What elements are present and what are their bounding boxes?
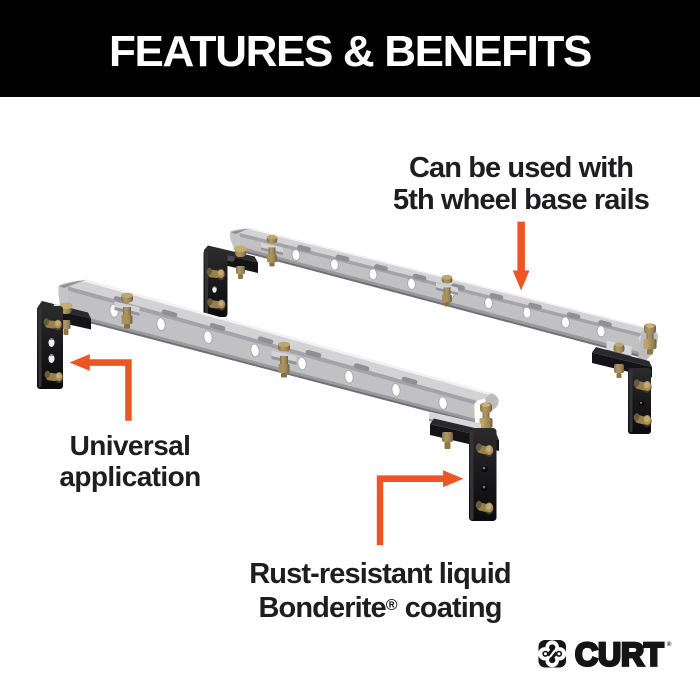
svg-text:®: ®	[667, 641, 672, 648]
svg-text:CURT: CURT	[575, 637, 664, 673]
